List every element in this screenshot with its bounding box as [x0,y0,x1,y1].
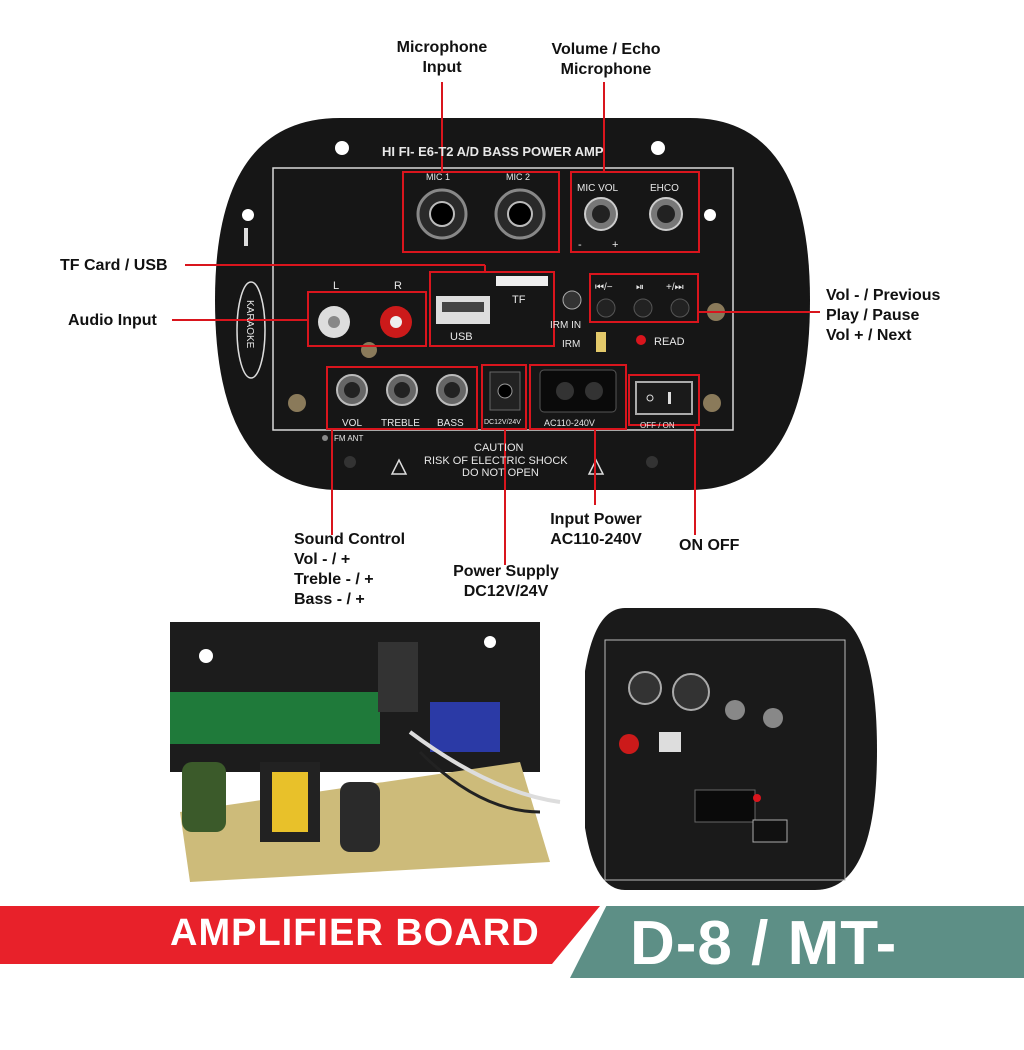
banner-left [0,906,600,964]
fm-led [322,435,328,441]
panel-led [646,456,658,468]
play-button [633,298,653,318]
mic-input-callout: Microphone Input [396,39,488,76]
rca-right-jack [619,734,639,754]
pcb-green [170,692,380,744]
banner-model: D-8 / MT-1012 [630,909,898,1049]
board-photo-back [170,622,561,882]
tf-slot [496,276,548,286]
callout-lines [172,82,820,565]
mic-vol-knob [725,700,745,720]
irm-sensor [596,332,606,352]
prev-button-label: ⏮/− [595,282,613,293]
sound-control-callout: Sound Control Vol - / + Treble - / + Bas… [294,531,406,608]
treble-label: TREBLE [381,418,420,429]
vol-prev-callout: Vol - / Previous Play / Pause Vol + / Ne… [826,287,941,344]
next-button-label: +/⏭ [666,282,684,293]
play-button-label: ⏯ [636,282,644,293]
mic-vol-plus: + [612,239,618,251]
audio-left-label: L [333,280,339,292]
mic-vol-minus: - [578,239,582,251]
vol-label: VOL [342,418,362,429]
wire [418,750,541,814]
tf-usb-callout: TF Card / USB [60,257,168,274]
karaoke-badge [236,281,266,379]
capacitor [340,782,380,852]
ac-label: AC110-240V [544,418,595,428]
board-photo-front [585,608,877,890]
read-led [636,335,646,345]
banner-right [570,906,1024,978]
do-not-open-label: DO NOT OPEN [462,467,539,479]
caution-label: CAUTION [474,442,524,454]
mic2-jack [672,673,710,711]
echo-knob [763,708,783,728]
banner-title: AMPLIFIER BOARD [170,912,540,954]
next-button [670,298,690,318]
irm-in-label: IRM IN [550,320,581,331]
read-label: READ [654,336,685,348]
echo-label: EHCO [650,183,679,194]
ac-socket [539,369,617,413]
warning-shock-icon [390,458,408,475]
bt-module [430,702,500,752]
irm-label: IRM [562,339,580,350]
mount-hole [704,209,716,221]
mount-hole [335,141,349,155]
power-switch [635,381,693,415]
mic1-label: MIC 1 [426,172,450,182]
power-supply-callout: Power Supply DC12V/24V [453,563,559,600]
panel-led [344,456,356,468]
wire [408,730,561,804]
panel-title: HI FI- E6-T2 A/D BASS POWER AMP [382,144,604,159]
mic-vol-label: MIC VOL [577,183,619,194]
audio-input-callout: Audio Input [68,312,157,329]
input-power-callout: Input Power AC110-240V [550,511,642,548]
fm-ant-label: FM ANT [334,434,363,443]
risk-label: RISK OF ELECTRIC SHOCK [424,455,568,467]
off-on-label: OFF / ON [640,421,675,430]
prev-button [596,298,616,318]
volume-echo-callout: Volume / Echo Microphone [551,41,661,78]
dc-label: DC12V/24V [484,419,521,426]
karaoke-label: KARAOKE [244,300,255,349]
plug-icon [244,228,248,246]
power-switch [752,819,788,843]
screw-icon [703,394,721,412]
mount-hole [651,141,665,155]
on-off-callout: ON OFF [679,537,740,554]
bass-label: BASS [437,418,464,429]
irm-in-jack [562,290,582,310]
capacitor [182,762,226,832]
screw-icon [361,342,377,358]
read-led [753,794,761,802]
usb-port [659,732,681,752]
mount-hole [242,209,254,221]
usb-label: USB [450,331,473,343]
amplifier-panel: HI FI- E6-T2 A/D BASS POWER AMP MIC 1 MI… [172,82,820,565]
screw-icon [288,394,306,412]
mic1-jack [628,671,662,705]
heat-block [378,642,418,712]
ac-socket [694,789,756,823]
audio-right-label: R [394,280,402,292]
mic2-label: MIC 2 [506,172,530,182]
tf-label: TF [512,294,526,306]
